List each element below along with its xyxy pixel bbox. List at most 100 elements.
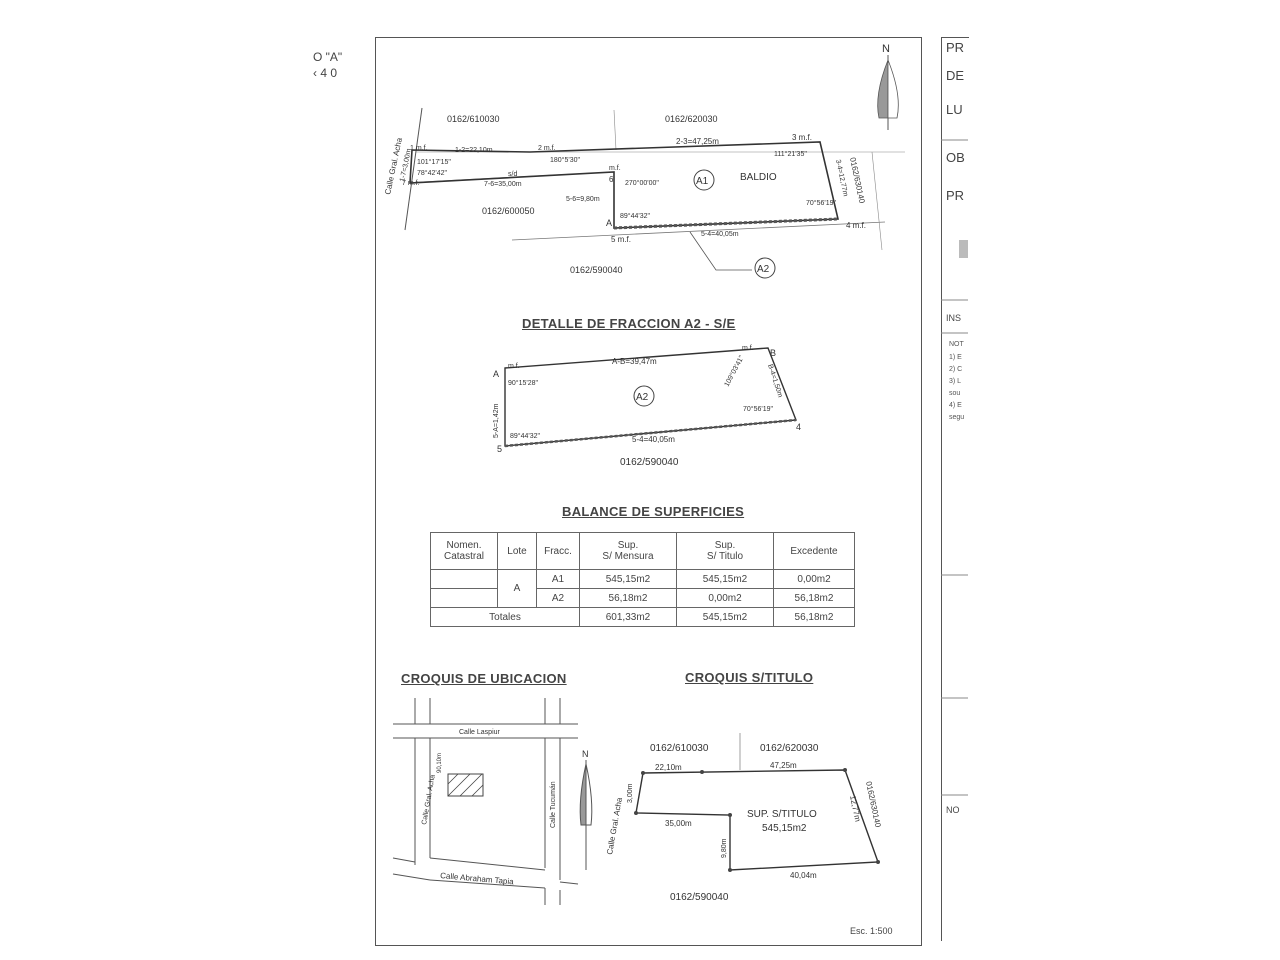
side-5-4: 5-4=40,05m bbox=[701, 231, 739, 238]
fraction-a2-label: A2 bbox=[757, 264, 770, 275]
col-header-excedente: Excedente bbox=[773, 532, 855, 570]
detail-angle-b: 109°03'41" bbox=[723, 354, 746, 388]
col-header-fracc: Fracc. bbox=[536, 532, 580, 570]
balance-table: Nomen. Catastral Lote Fracc. Sup. S/ Men… bbox=[430, 532, 855, 627]
title-dim-5: 9,80m bbox=[721, 838, 728, 858]
rp-label-4: OB bbox=[946, 150, 965, 165]
location-sketch bbox=[392, 698, 593, 905]
title-parcel-1: 0162/610030 bbox=[650, 743, 709, 754]
title-street: Calle Gral. Acha bbox=[605, 796, 624, 855]
detail-title: DETALLE DE FRACCION A2 - S/E bbox=[522, 316, 736, 331]
title-dim-6: 40,04m bbox=[790, 871, 817, 880]
parcel-right: 0162/630140 bbox=[848, 157, 867, 205]
title-dim-1: 22,10m bbox=[655, 763, 682, 772]
title-block-frame bbox=[941, 37, 969, 941]
balance-title: BALANCE DE SUPERFICIES bbox=[562, 504, 745, 519]
table-cell: A2 bbox=[536, 588, 580, 608]
title-sketch bbox=[634, 733, 880, 872]
table-cell: 56,18m2 bbox=[579, 588, 677, 608]
side-1-2: 1-2=22,10m bbox=[455, 147, 493, 154]
angle-5: 89°44'32" bbox=[620, 212, 650, 220]
side-7-6: 7-6=35,00m bbox=[484, 181, 522, 188]
detail-mf-a: m.f. bbox=[508, 363, 520, 370]
rp-note-4: sou bbox=[949, 390, 961, 397]
detail-a2-label: A2 bbox=[636, 392, 649, 403]
drawing-frame bbox=[375, 37, 922, 946]
mark-mf: m.f. bbox=[609, 165, 621, 172]
table-cell: 56,18m2 bbox=[773, 588, 855, 608]
angle-4: 70°56'19" bbox=[806, 199, 836, 207]
rp-note-5: 4) E bbox=[949, 402, 962, 409]
corner-mark-2: ‹ 4 0 bbox=[313, 66, 338, 80]
table-header-row: Nomen. Catastral Lote Fracc. Sup. S/ Men… bbox=[430, 532, 855, 570]
mark-3: 3 m.f. bbox=[792, 133, 812, 142]
detail-point-4: 4 bbox=[796, 422, 801, 432]
street-label: Calle Gral. Acha bbox=[383, 136, 404, 195]
col-header-nomen: Nomen. Catastral bbox=[430, 532, 498, 570]
table-row: A A1 545,15m2 545,15m2 0,00m2 bbox=[430, 569, 855, 608]
location-title: CROQUIS DE UBICACION bbox=[401, 671, 567, 686]
mark-7: 7 m.f. bbox=[402, 180, 420, 187]
side-3-4: 3-4=12,77m bbox=[834, 159, 849, 197]
rp-label-7: NO bbox=[946, 805, 960, 815]
angle-3: 111°21'35" bbox=[774, 150, 807, 158]
north-label: N bbox=[882, 43, 890, 55]
mark-sd: s/d bbox=[508, 171, 517, 178]
title-parcel-2: 0162/620030 bbox=[760, 743, 819, 754]
totals-titulo: 545,15m2 bbox=[676, 607, 774, 627]
location-north: N bbox=[582, 749, 589, 759]
side-5-6: 5-6=9,80m bbox=[566, 196, 600, 203]
table-cell: A1 bbox=[536, 569, 580, 589]
baldio-label: BALDIO bbox=[740, 172, 777, 183]
rp-note-1: 1) E bbox=[949, 354, 962, 361]
title-sup-value: 545,15m2 bbox=[762, 823, 807, 834]
rp-note-6: segu bbox=[949, 414, 965, 421]
totals-label: Totales bbox=[430, 607, 580, 627]
rp-note-3: 3) L bbox=[949, 378, 962, 385]
angle-7: 78°42'42" bbox=[417, 169, 447, 177]
table-cell-lote: A bbox=[497, 569, 537, 608]
mark-1: 1 m.f. bbox=[410, 145, 428, 152]
col-header-lote: Lote bbox=[497, 532, 537, 570]
fraction-a1-label: A1 bbox=[696, 176, 709, 187]
angle-6: 270°00'00" bbox=[625, 179, 659, 187]
title-dim-3: 3,00m bbox=[627, 783, 634, 803]
rp-mark bbox=[959, 240, 968, 258]
table-row: A2 56,18m2 0,00m2 56,18m2 bbox=[430, 588, 855, 608]
title-dim-4: 35,00m bbox=[665, 819, 692, 828]
rp-note-0: NOT bbox=[949, 341, 964, 348]
detail-point-a: A bbox=[493, 369, 499, 379]
totals-excedente: 56,18m2 bbox=[773, 607, 855, 627]
angle-1: 101°17'15" bbox=[417, 158, 451, 166]
table-cell bbox=[430, 588, 498, 608]
rp-note-2: 2) C bbox=[949, 366, 963, 373]
table-totals-row: Totales 601,33m2 545,15m2 56,18m2 bbox=[430, 607, 855, 627]
parcel-left: 0162/600050 bbox=[482, 206, 535, 216]
rp-label-1: PR bbox=[946, 40, 965, 55]
detail-angle-a: 90°15'28" bbox=[508, 379, 538, 387]
mark-2: 2 m.f. bbox=[538, 145, 556, 152]
parcel-bottom: 0162/590040 bbox=[570, 265, 623, 275]
title-dim-2: 47,25m bbox=[770, 761, 797, 770]
detail-side-a5: 5-A=1,42m bbox=[493, 403, 500, 438]
title-parcel-3: 0162/630140 bbox=[864, 781, 883, 829]
side-2-3: 2-3=47,25m bbox=[676, 137, 719, 146]
title-dim-7: 12,77m bbox=[848, 795, 862, 823]
title-parcel-4: 0162/590040 bbox=[670, 892, 729, 903]
rp-label-2: DE bbox=[946, 68, 965, 83]
title-sketch-title: CROQUIS S/TITULO bbox=[685, 670, 814, 685]
table-cell: 0,00m2 bbox=[773, 569, 855, 589]
mark-a: A bbox=[606, 218, 612, 228]
mark-6: 6 bbox=[609, 175, 614, 184]
detail-mf-b: m.f. bbox=[742, 345, 754, 352]
detail-point-b: B bbox=[770, 348, 776, 358]
col-header-mensura: Sup. S/ Mensura bbox=[579, 532, 677, 570]
detail-angle-4: 70°56'19" bbox=[743, 405, 773, 413]
detail-fraction-a2: A2 A-B=39,47m 5-4=40,05m B-4=1,50m 5-A=1… bbox=[493, 345, 801, 468]
street-laspiur: Calle Laspiur bbox=[459, 729, 501, 736]
rp-label-6: INS bbox=[946, 313, 962, 323]
rp-label-5: PR bbox=[946, 188, 965, 203]
street-tucuman: Calle Tucumán bbox=[550, 781, 557, 828]
parcel-top-left: 0162/610030 bbox=[447, 114, 500, 124]
